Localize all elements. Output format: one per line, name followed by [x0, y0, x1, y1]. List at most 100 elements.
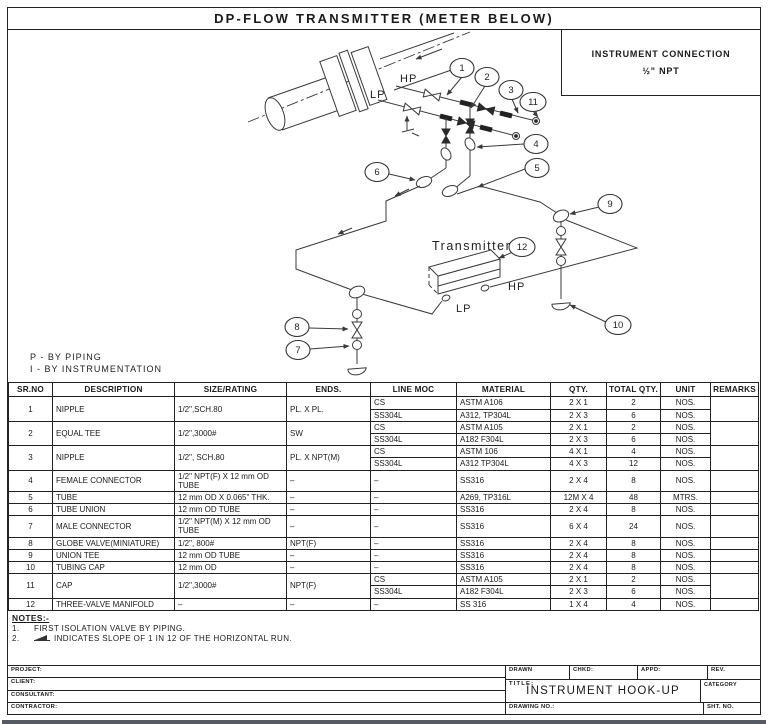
- balloon-11: 11: [519, 91, 547, 113]
- column-header: TOTAL QTY.: [606, 382, 661, 398]
- table-cell: 12M X 4: [550, 490, 607, 505]
- balloon-4: 4: [523, 133, 549, 155]
- table-cell: 1: [8, 396, 53, 422]
- table-cell: NIPPLE: [52, 396, 175, 422]
- table-cell: [710, 573, 759, 599]
- svg-text:9: 9: [607, 199, 612, 210]
- column-header: SIZE/RATING: [174, 382, 287, 398]
- note-2-text: INDICATES SLOPE OF 1 IN 12 OF THE HORIZO…: [54, 633, 293, 643]
- column-header: UNIT: [660, 382, 711, 398]
- table-cell: NPT(F): [286, 536, 371, 550]
- svg-text:6: 6: [374, 167, 379, 178]
- lp-tubing-route: [295, 185, 443, 315]
- svg-text:4: 4: [533, 139, 538, 150]
- vent-mark: [401, 115, 420, 137]
- note-1: 1. FIRST ISOLATION VALVE BY PIPING.: [12, 624, 760, 633]
- notes-section: NOTES:- 1. FIRST ISOLATION VALVE BY PIPI…: [8, 611, 760, 643]
- table-cell: SS 316: [456, 597, 551, 611]
- table-cell: FEMALE CONNECTOR: [52, 469, 175, 492]
- lp-tap-label: LP: [370, 89, 385, 101]
- svg-text:12: 12: [517, 242, 528, 253]
- table-cell: 4 X 1: [550, 445, 607, 459]
- table-cell: GLOBE VALVE(MINIATURE): [52, 536, 175, 550]
- title-block: PROJECT: CLIENT: CONSULTANT: CONTRACTOR:…: [8, 665, 760, 714]
- table-cell: –: [286, 548, 371, 563]
- legend-piping: P - BY PIPING: [30, 352, 102, 362]
- table-cell: NOS.: [660, 503, 711, 517]
- table-cell: 12 mm OD X 0.065" THK.: [174, 490, 287, 505]
- table-cell: 2: [606, 420, 661, 434]
- table-cell: NOS.: [660, 561, 711, 575]
- table-cell: 2 X 3: [550, 585, 607, 599]
- table-cell: 1 X 4: [550, 597, 607, 611]
- table-cell: CS: [370, 396, 457, 410]
- table-cell: 6: [606, 432, 661, 447]
- sheet-title: INSTRUMENT HOOK-UP: [526, 685, 680, 697]
- table-cell: 8: [606, 536, 661, 550]
- table-cell: 1/2" NPT(F) X 12 mm OD TUBE: [174, 469, 287, 492]
- balloon-1: 1: [449, 57, 475, 79]
- table-cell: SS316: [456, 536, 551, 550]
- table-cell: NIPPLE: [52, 445, 175, 471]
- table-cell: ASTM 106: [456, 445, 551, 459]
- table-cell: 6: [606, 585, 661, 599]
- table-cell: 2 X 3: [550, 432, 607, 447]
- table-cell: –: [286, 515, 371, 538]
- appd-label: APPD:: [638, 666, 708, 679]
- table-cell: CS: [370, 573, 457, 587]
- table-cell: 10: [8, 561, 53, 575]
- svg-text:7: 7: [295, 345, 300, 356]
- title-block-right: DRAWN CHKD: APPD: REV. TITLE: INSTRUMENT…: [506, 666, 760, 714]
- table-cell: –: [370, 548, 457, 563]
- client-label: CLIENT:: [8, 678, 505, 691]
- table-cell: 1/2",SCH.80: [174, 396, 287, 422]
- table-cell: NOS.: [660, 469, 711, 492]
- table-cell: –: [370, 503, 457, 517]
- balloon-10: 10: [604, 314, 632, 336]
- table-cell: [710, 515, 759, 538]
- approval-row: DRAWN CHKD: APPD: REV.: [506, 666, 760, 680]
- table-cell: 8: [606, 561, 661, 575]
- instrument-connection-box: INSTRUMENT CONNECTION ½" NPT: [561, 29, 760, 96]
- table-cell: 1/2", 800#: [174, 536, 287, 550]
- table-cell: TUBE UNION: [52, 503, 175, 517]
- table-cell: NOS.: [660, 515, 711, 538]
- rev-label: REV.: [711, 667, 726, 673]
- table-cell: NOS.: [660, 536, 711, 550]
- table-cell: SS304L: [370, 432, 457, 447]
- instrument-connection-line2: ½" NPT: [642, 65, 680, 76]
- drawing-frame: DP-FLOW TRANSMITTER (METER BELOW) INSTRU…: [7, 7, 761, 715]
- table-cell: SS316: [456, 503, 551, 517]
- table-cell: –: [286, 561, 371, 575]
- table-cell: A182 F304L: [456, 585, 551, 599]
- table-cell: [710, 420, 759, 447]
- title-row: TITLE: INSTRUMENT HOOK-UP CATEGORY: [506, 680, 760, 703]
- hp-tap-label: HP: [400, 73, 417, 85]
- table-cell: THREE-VALVE MANIFOLD: [52, 597, 175, 611]
- table-cell: SS304L: [370, 408, 457, 422]
- table-cell: MALE CONNECTOR: [52, 515, 175, 538]
- slope-icon: [34, 635, 50, 642]
- table-cell: –: [370, 597, 457, 611]
- consultant-label: CONSULTANT:: [8, 691, 505, 703]
- balloon-9: 9: [597, 193, 623, 215]
- table-cell: 12 mm OD: [174, 561, 287, 575]
- table-cell: MTRS.: [660, 490, 711, 505]
- table-cell: NOS.: [660, 548, 711, 563]
- balloon-8: 8: [284, 316, 310, 338]
- notes-heading: NOTES:-: [12, 612, 50, 623]
- table-cell: 2 X 1: [550, 573, 607, 587]
- note-2: 2. INDICATES SLOPE OF 1 IN 12 OF THE HOR…: [12, 634, 760, 643]
- table-cell: 2: [606, 573, 661, 587]
- table-cell: ASTM A105: [456, 420, 551, 434]
- table-cell: SS304L: [370, 585, 457, 599]
- table-cell: 8: [606, 503, 661, 517]
- transmitter-label: Transmitter: [432, 239, 511, 253]
